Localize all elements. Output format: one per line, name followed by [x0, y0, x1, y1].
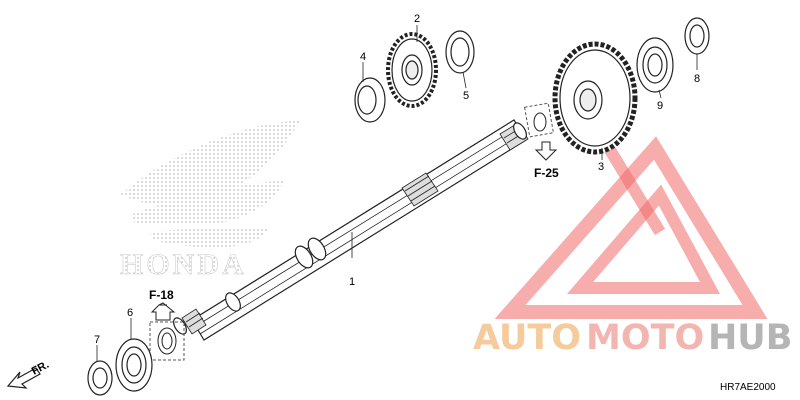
- arrow-front-icon: [6, 367, 41, 389]
- front-direction-indicator: FR.: [6, 359, 51, 389]
- honda-wordmark: HONDA: [120, 248, 247, 281]
- bearing-part-9: [636, 37, 674, 93]
- gear-part-3: [552, 41, 638, 155]
- callout-6: 6: [127, 307, 133, 319]
- diagram-code: HR7AE2000: [720, 382, 776, 393]
- callout-5: 5: [463, 90, 469, 102]
- ref-f18-label: F-18: [149, 288, 174, 302]
- callout-9: 9: [657, 100, 663, 112]
- automotohub-watermark: AUTO MOTO HUB: [473, 136, 792, 358]
- ref-f18-group: F-18: [149, 288, 185, 361]
- callout-1: 1: [349, 276, 355, 288]
- arrow-down-icon: [534, 141, 558, 161]
- leader-lines: [96, 25, 698, 362]
- callout-4: 4: [360, 51, 366, 63]
- watermark-auto: AUTO: [473, 318, 581, 358]
- bearing-part-6: [115, 338, 153, 392]
- callout-3: 3: [598, 161, 604, 173]
- bearing-part-4: [354, 77, 386, 123]
- callout-8: 8: [694, 73, 700, 85]
- seal-part-8: [684, 17, 710, 55]
- gear-part-2: [386, 32, 438, 108]
- arrow-up-icon: [150, 302, 176, 321]
- seal-part-7: [87, 360, 113, 396]
- front-label: FR.: [30, 359, 51, 378]
- callout-7: 7: [94, 334, 100, 346]
- shaft-spline-left: [181, 308, 207, 335]
- ref-f25-group: F-25: [523, 102, 559, 180]
- watermark-moto: MOTO: [586, 318, 704, 358]
- ref-f25-label: F-25: [534, 166, 559, 180]
- watermark-triangle-logo: [494, 136, 768, 319]
- callout-2: 2: [414, 13, 420, 25]
- watermark-hub: HUB: [708, 318, 792, 358]
- callout-numbers: 1 2 3 4 5 6 7 8 9: [94, 13, 700, 346]
- honda-wing-logo: HONDA: [120, 120, 300, 281]
- main-shaft: [173, 119, 529, 341]
- washer-part-5: [445, 30, 475, 74]
- shaft-spline-center: [401, 172, 439, 207]
